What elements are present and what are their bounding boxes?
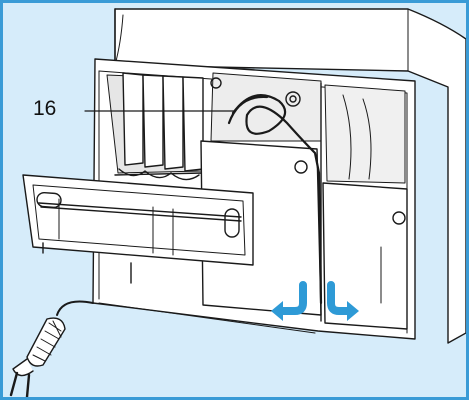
arrow-right-curved <box>327 281 351 315</box>
arrow-left-head <box>271 301 283 321</box>
filter-ribs <box>122 72 204 172</box>
power-cord-coil <box>227 94 323 305</box>
callout-number: 16 <box>33 97 57 120</box>
screw-cap <box>210 77 222 89</box>
appliance-illustration <box>9 8 466 397</box>
arrow-right-head <box>347 301 359 321</box>
appliance-body <box>114 8 466 344</box>
arrow-left-curved <box>275 281 307 315</box>
arrow-layer <box>271 281 359 321</box>
filter-cover <box>22 174 254 284</box>
cord-to-plug <box>56 300 94 316</box>
power-plug <box>9 317 66 397</box>
door-knob-center <box>294 160 308 174</box>
door-knob-right <box>392 211 406 225</box>
right-door <box>322 182 408 330</box>
